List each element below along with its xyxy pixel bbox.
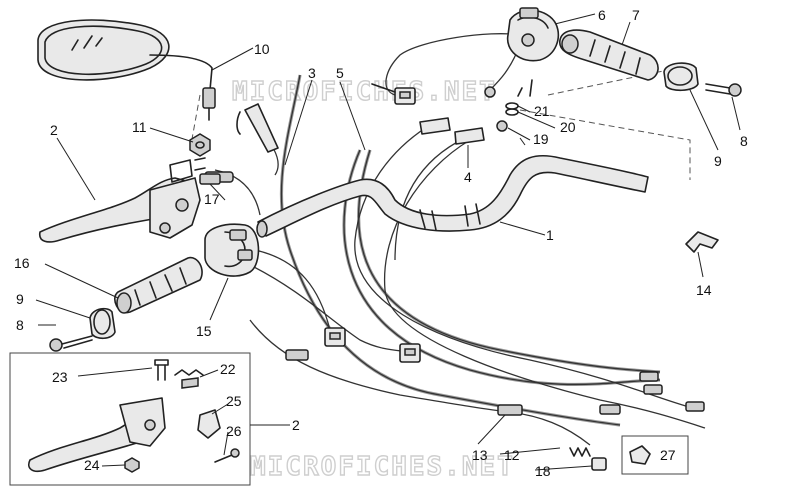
callout-18: 18 [535, 463, 551, 479]
part-9-bar-end-left [89, 307, 116, 340]
callout-12: 12 [504, 447, 520, 463]
callout-22: 22 [220, 361, 236, 377]
callouts: 1 2 2 3 4 5 6 7 8 9 10 11 12 13 14 15 16… [14, 7, 748, 479]
part-1-handlebar [256, 154, 649, 238]
part-11-mirror-nut [189, 133, 211, 157]
callout-7: 7 [632, 7, 640, 23]
callout-23: 23 [52, 369, 68, 385]
cable-end-fittings [285, 349, 705, 416]
part-4-cable-adjuster [419, 117, 485, 145]
part-7-right-grip [559, 29, 659, 81]
part-9-bar-end-right [663, 62, 699, 92]
callout-13: 13 [472, 447, 488, 463]
callout-2: 2 [50, 122, 58, 138]
part-27-box [621, 435, 689, 475]
lever-detail-box [9, 352, 251, 486]
callout-15: 15 [196, 323, 212, 339]
part-16-left-grip [114, 256, 203, 314]
callout-26: 26 [226, 423, 242, 439]
callout-27: 27 [660, 447, 676, 463]
wire-connectors [324, 83, 421, 363]
part-15-left-switch [204, 223, 260, 277]
callout-4: 4 [464, 169, 472, 185]
callout-10: 10 [254, 41, 270, 57]
callout-3: 3 [308, 65, 316, 81]
callout-17: 17 [204, 191, 220, 207]
part-12-choke-spring [569, 447, 591, 457]
part-17-cable-end [199, 173, 221, 185]
callout-16: 16 [14, 255, 30, 271]
part-3-clutch-cable-end [236, 103, 279, 153]
callout-8-left: 8 [16, 317, 24, 333]
part-10-mirror [37, 19, 216, 121]
callout-6: 6 [598, 7, 606, 23]
part-2-clutch-lever [38, 157, 234, 243]
callout-9-right: 9 [714, 153, 722, 169]
part-8-screw-left [49, 335, 93, 352]
callout-5: 5 [336, 65, 344, 81]
callout-20: 20 [560, 119, 576, 135]
callout-9-left: 9 [16, 291, 24, 307]
part-8-screw-right [705, 83, 742, 97]
callout-1: 1 [546, 227, 554, 243]
callout-8-right: 8 [740, 133, 748, 149]
part-6-throttle-housing [506, 7, 560, 62]
callout-21: 21 [534, 103, 550, 119]
part-18-choke-end [591, 457, 607, 471]
callout-19: 19 [533, 131, 549, 147]
callout-14: 14 [696, 282, 712, 298]
part-14-clip [685, 231, 719, 253]
callout-25: 25 [226, 393, 242, 409]
leader-lines [35, 13, 741, 471]
callout-2-detail: 2 [292, 417, 300, 433]
callout-24: 24 [84, 457, 100, 473]
callout-11: 11 [132, 119, 147, 135]
watermark-top: MICROFICHES.NET [232, 77, 497, 107]
watermark-bottom: MICROFICHES.NET [250, 452, 515, 482]
